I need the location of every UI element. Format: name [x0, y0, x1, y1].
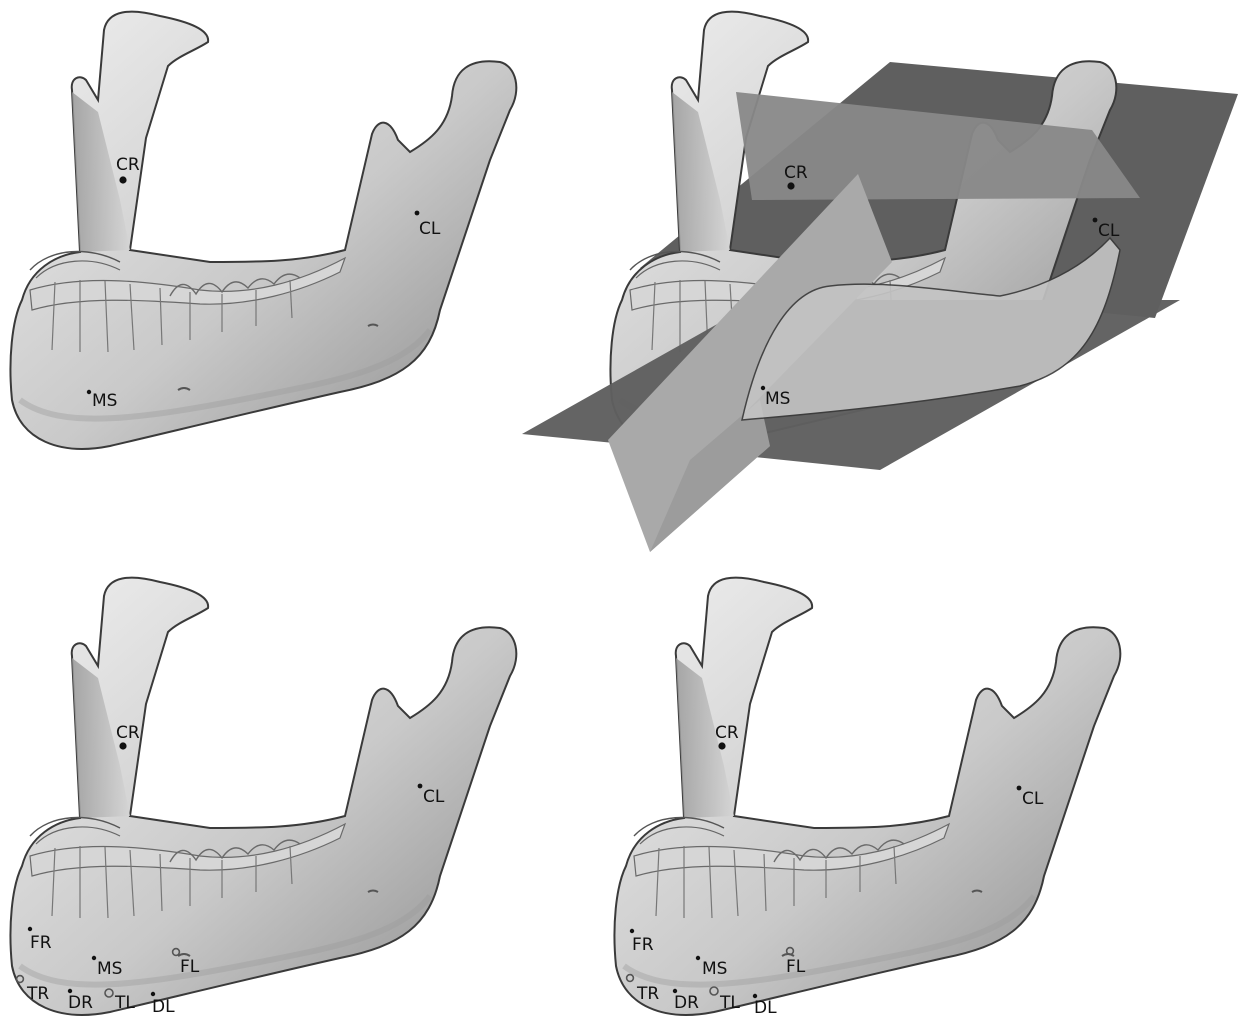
landmark-cl-marker	[418, 784, 423, 789]
landmark-cr-marker	[119, 742, 126, 749]
panel-bottom-left: CR CL FR MS FL TR DR TL	[10, 578, 516, 1016]
landmark-cr-label: CR	[715, 723, 739, 743]
landmark-fr-label: FR	[30, 933, 52, 953]
landmark-tr-label: TR	[26, 984, 49, 1004]
panel-top-left: CR CL MS	[10, 12, 516, 449]
landmark-cr-label: CR	[116, 723, 140, 743]
landmark-cl-marker	[415, 211, 420, 216]
landmark-cl-marker	[1017, 786, 1022, 791]
landmark-ms-label: MS	[765, 389, 790, 409]
mandible-3d-model	[10, 12, 516, 449]
landmark-dr: DR	[68, 989, 93, 1013]
landmark-dl-label: DL	[754, 998, 777, 1016]
landmark-cr-label: CR	[784, 163, 808, 183]
landmark-fr-label: FR	[632, 935, 654, 955]
landmark-cl-marker	[1093, 218, 1098, 223]
landmark-fr-marker	[630, 929, 634, 933]
landmark-cr-marker	[787, 182, 794, 189]
landmark-cl-label: CL	[419, 219, 441, 239]
landmark-dl-label: DL	[152, 997, 175, 1016]
landmark-dl-marker	[151, 992, 155, 996]
panel-bottom-right: CR CL FR MS FL TR DR TL	[614, 578, 1120, 1016]
landmark-dl: DL	[753, 994, 777, 1016]
landmark-tl-label: TL	[114, 993, 135, 1013]
landmark-ms: MS	[92, 956, 123, 979]
landmark-dr-label: DR	[674, 993, 699, 1013]
landmark-cr-marker	[718, 742, 725, 749]
panel-top-right: CR CL MS	[522, 12, 1238, 552]
landmark-ms-marker	[92, 956, 96, 960]
landmark-tl-label: TL	[719, 993, 740, 1013]
landmark-ms-marker	[87, 390, 91, 394]
landmark-ms-label: MS	[702, 959, 727, 979]
landmark-dr-label: DR	[68, 993, 93, 1013]
landmark-fl-label: FL	[786, 957, 806, 977]
landmark-ms-marker	[696, 956, 700, 960]
landmark-ms: MS	[761, 386, 791, 409]
mandible-3d-model	[614, 578, 1120, 1015]
landmark-ms-label: MS	[97, 959, 122, 979]
landmark-ms: MS	[87, 390, 118, 411]
landmark-cr-label: CR	[116, 155, 140, 175]
landmark-tr-label: TR	[636, 984, 659, 1004]
landmark-dr: DR	[673, 989, 699, 1013]
landmark-ms-label: MS	[92, 391, 117, 411]
landmark-fl-label: FL	[180, 957, 200, 977]
landmark-fr-marker	[28, 927, 32, 931]
landmark-cl-label: CL	[1098, 221, 1120, 241]
landmark-cl-label: CL	[1022, 789, 1044, 809]
landmark-cr-marker	[119, 176, 126, 183]
landmark-cl-label: CL	[423, 787, 445, 807]
